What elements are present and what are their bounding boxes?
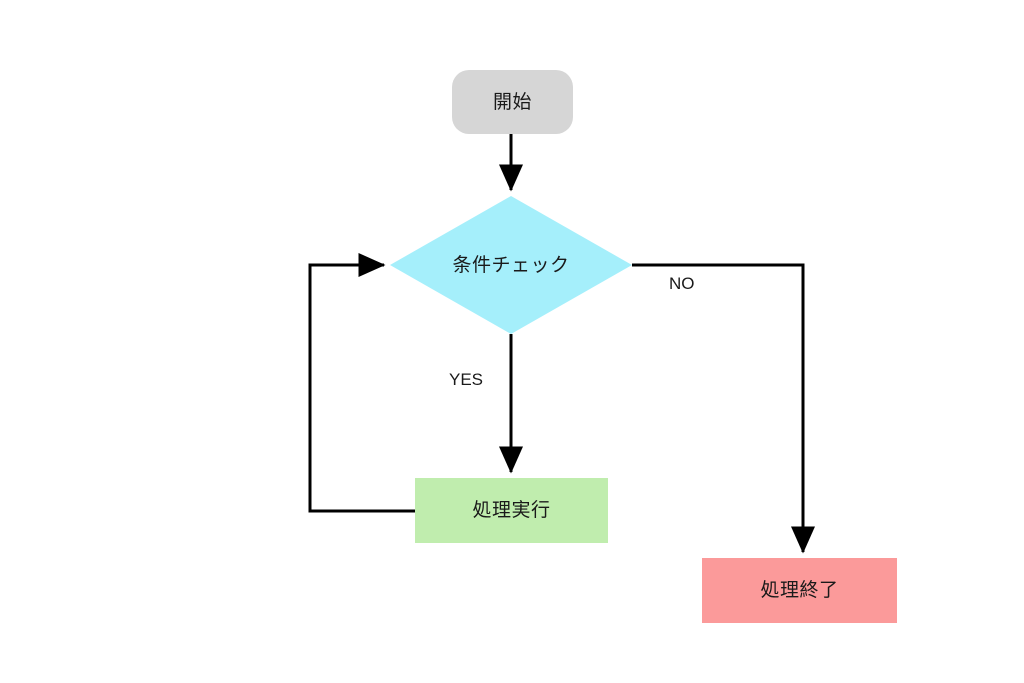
node-end[interactable]: 処理終了 [702,558,897,623]
node-decision[interactable]: 条件チェック [390,196,632,334]
node-start-label: 開始 [492,91,532,113]
edge-label-no: NO [669,274,695,293]
edge-label-yes: YES [449,370,484,389]
node-process[interactable]: 処理実行 [415,478,608,543]
node-process-label: 処理実行 [472,500,551,521]
edge-decision-to-end [632,263,815,554]
edge-process-to-decision [308,253,415,513]
node-end-label: 処理終了 [760,580,839,601]
node-decision-label: 条件チェック [452,254,570,276]
node-start[interactable]: 開始 [452,70,573,134]
